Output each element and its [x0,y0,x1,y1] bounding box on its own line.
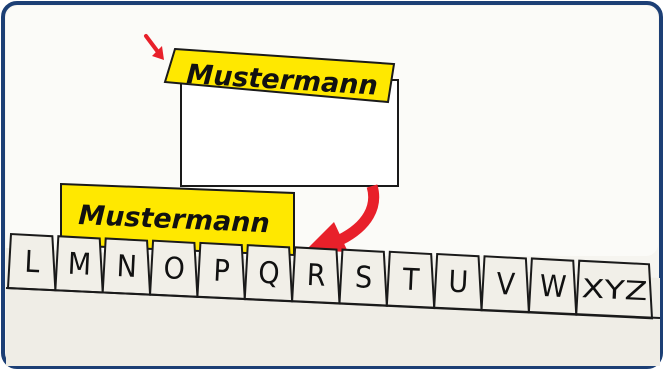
index-tab-letter: V [496,267,517,303]
index-tab-letter: O [163,251,186,287]
cabinet-edge-line [5,287,661,319]
index-tab-letter: N [116,249,138,285]
red-curved-arrow-icon [306,184,380,252]
index-tab-letter: R [306,258,326,294]
index-tab-letter: Q [257,256,280,292]
index-tab-letter: M [67,247,92,283]
inserted-index-card: Mustermann [60,182,295,257]
index-tab-letter: W [539,269,567,305]
index-tab-letter: T [401,262,421,298]
index-tab-letter: L [24,245,41,281]
red-arrow-icon [144,34,164,60]
floating-index-card: Mustermann [163,47,399,187]
index-tab-letter: P [213,254,231,290]
index-tab-letter: U [448,265,469,301]
index-tab-letter: XYZ [581,274,648,307]
floating-card-yellow-label [163,47,396,104]
index-tab-letter: S [354,260,373,296]
